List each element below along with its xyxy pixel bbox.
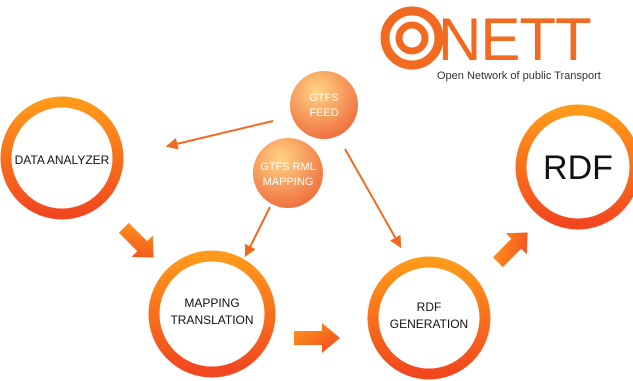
arrow-feed-to-analyzer: [165, 120, 274, 150]
arrow-generation-to-rdf: [492, 232, 528, 268]
arrow-analyzer-to-translation: [118, 222, 154, 258]
logo-o-mark: [380, 6, 444, 70]
gtfs-rml-mapping-bubble: GTFS RML MAPPING: [253, 138, 323, 208]
data-analyzer-stage: DATA ANALYZER: [0, 96, 124, 220]
arrow-feed-to-generation: [344, 148, 402, 249]
input-arrows: [165, 120, 402, 258]
gtfs-feed-line1: GTFS: [309, 92, 338, 104]
gtfs-rml-mapping-line1: GTFS RML: [260, 161, 316, 173]
rdf-generation-line2: GENERATION: [390, 317, 468, 331]
logo-tagline: Open Network of public Transport: [437, 70, 601, 82]
onett-logo: NETT Open Network of public Transport: [380, 6, 601, 82]
rdf-generation-line1: RDF: [417, 300, 442, 314]
arrow-translation-to-generation: [294, 323, 340, 353]
mapping-translation-stage: MAPPING TRANSLATION: [148, 250, 276, 378]
rdf-output-stage: RDF: [515, 104, 633, 230]
mapping-translation-line2: TRANSLATION: [170, 313, 253, 327]
rdf-output-label: RDF: [543, 149, 613, 187]
flow-arrows: [118, 222, 528, 353]
gtfs-feed-line2: FEED: [309, 107, 338, 119]
rdf-generation-stage: RDF GENERATION: [367, 256, 491, 380]
data-analyzer-label: DATA ANALYZER: [15, 153, 110, 167]
logo-word: NETT: [438, 6, 591, 73]
mapping-translation-line1: MAPPING: [184, 296, 239, 310]
gtfs-rml-mapping-line2: MAPPING: [263, 176, 314, 188]
gtfs-feed-bubble: GTFS FEED: [290, 71, 358, 139]
arrow-mapping-to-translation: [244, 206, 271, 258]
